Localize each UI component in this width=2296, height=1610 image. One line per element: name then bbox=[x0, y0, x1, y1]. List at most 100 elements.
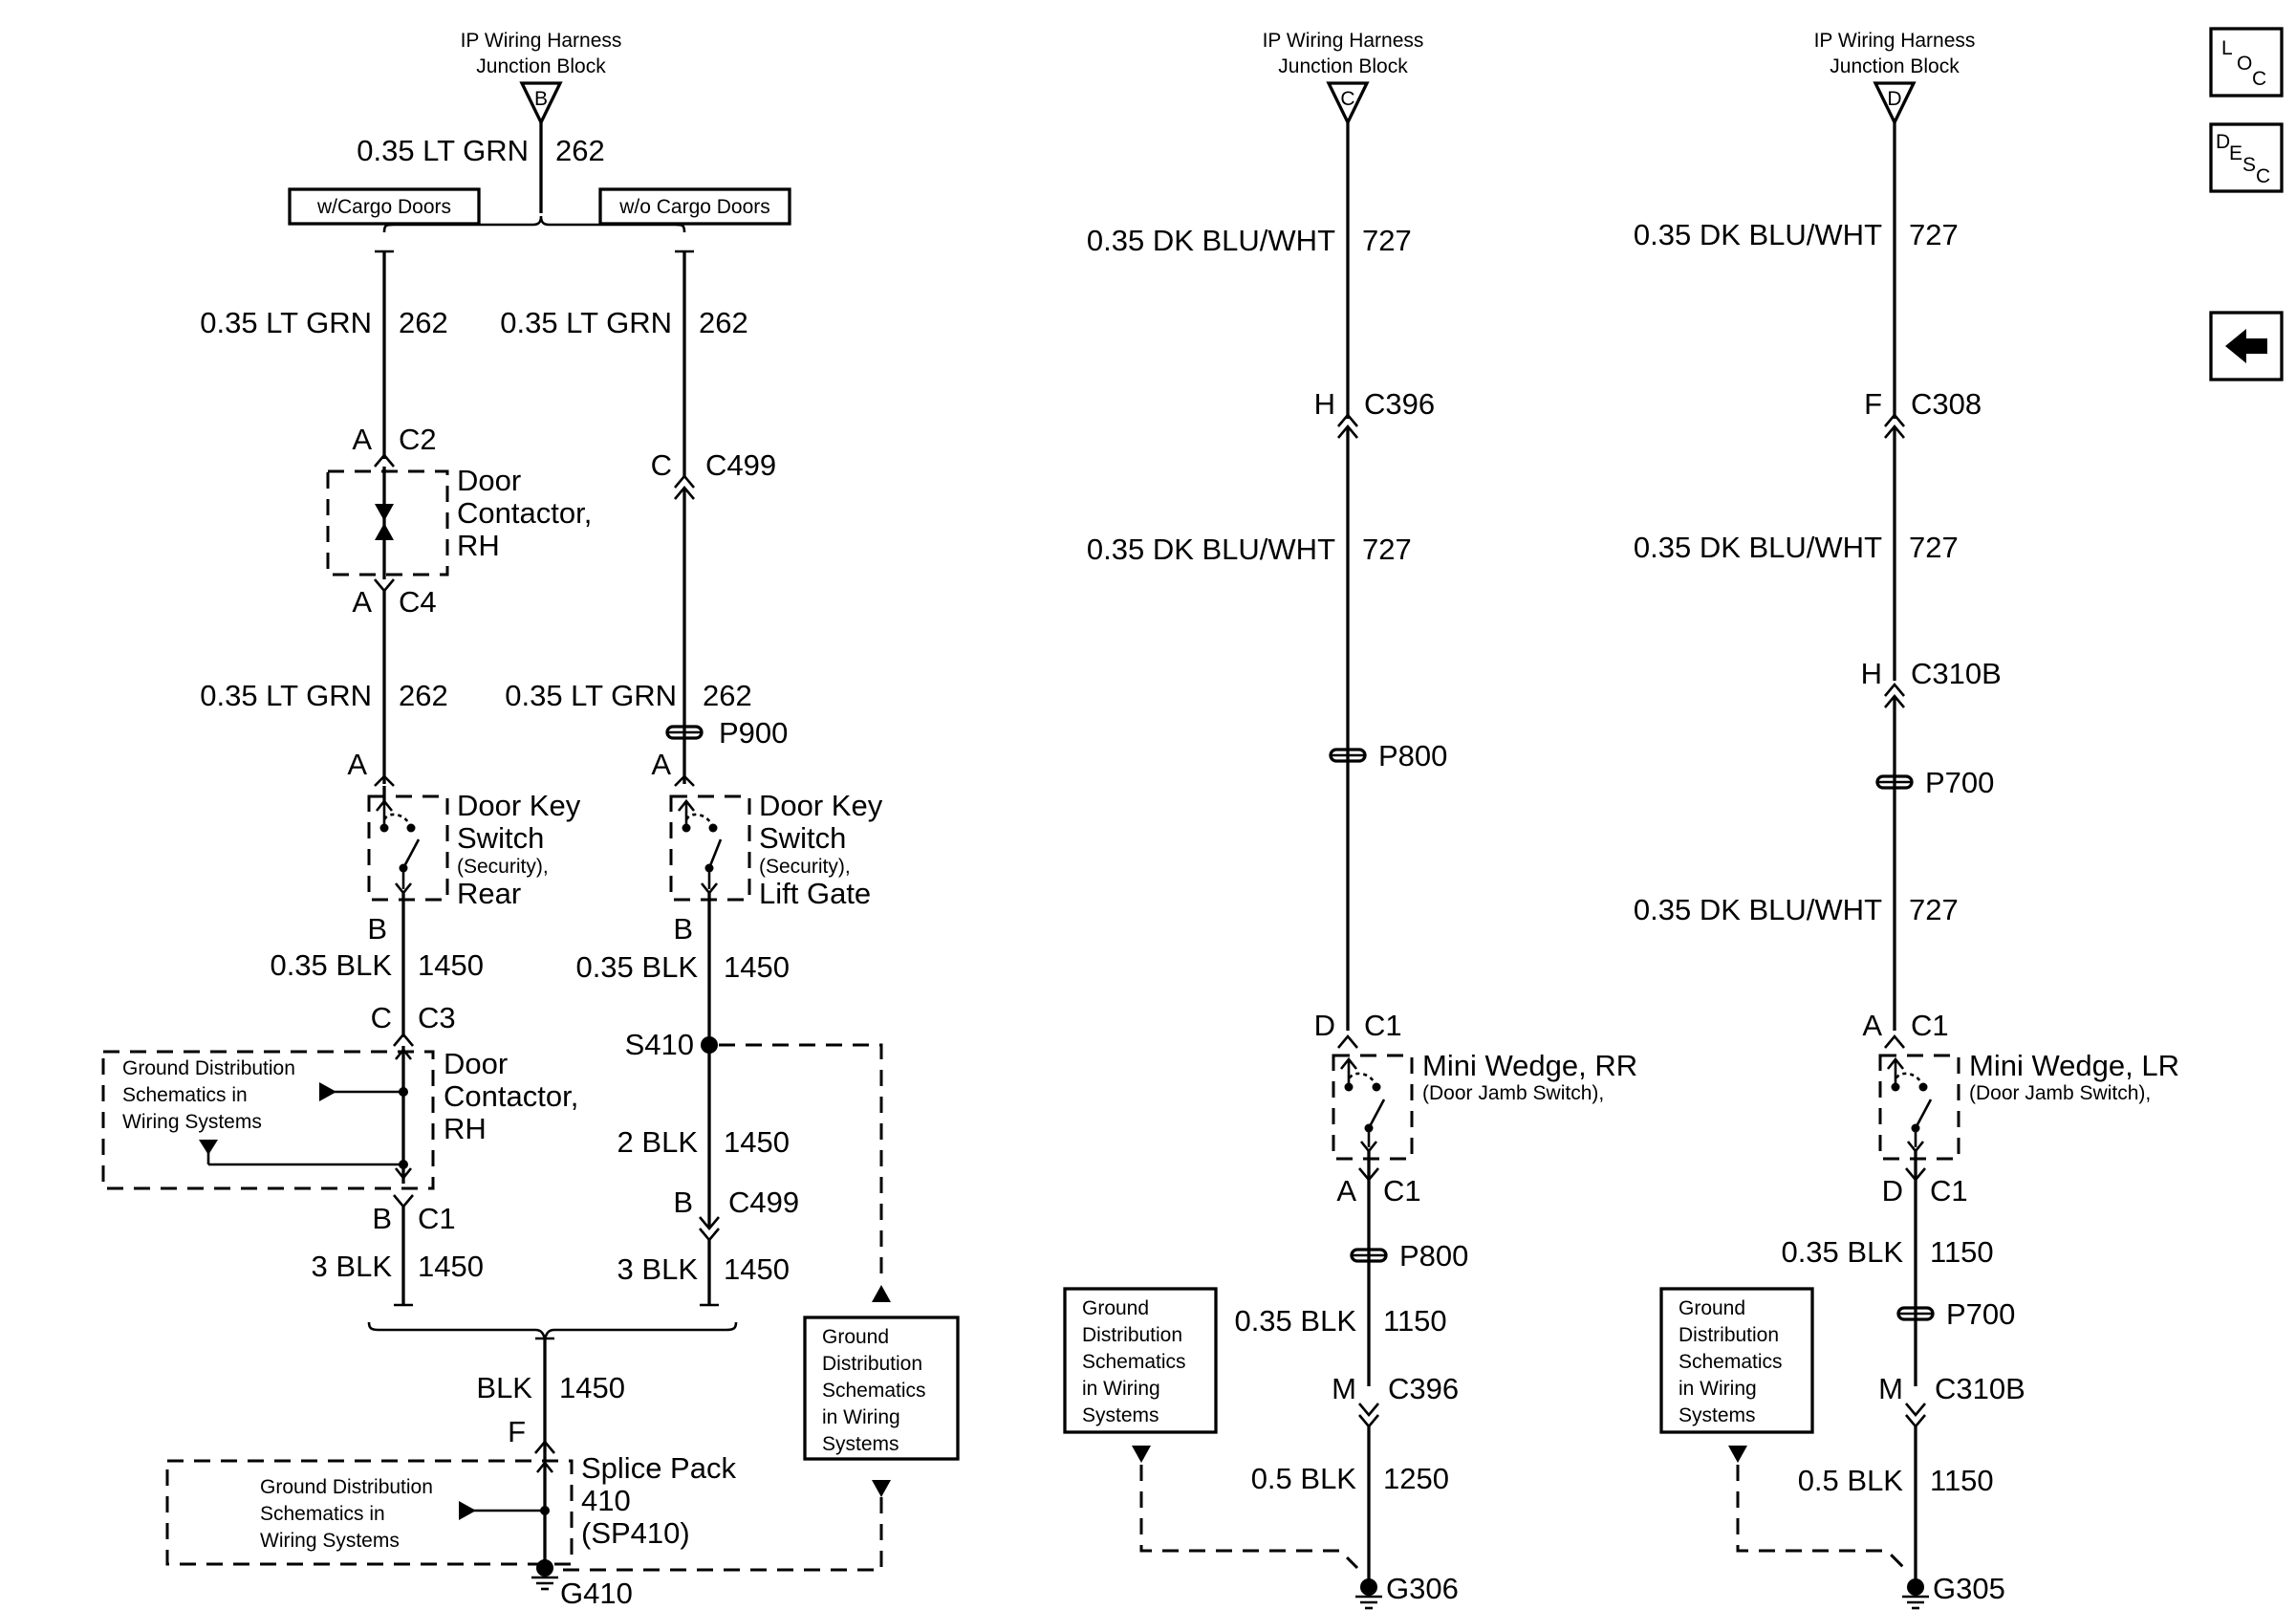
switch-line-4: Lift Gate bbox=[759, 877, 871, 910]
option-box-cargo bbox=[288, 187, 481, 226]
reference-arrow bbox=[459, 1501, 476, 1520]
switch-contact bbox=[1344, 1082, 1354, 1092]
ground-ref-box bbox=[1659, 1287, 1814, 1434]
connector-name: C310B bbox=[1935, 1372, 2025, 1405]
back-button-frame[interactable] bbox=[2209, 311, 2284, 381]
ground-ref-line-3: Wiring Systems bbox=[122, 1111, 262, 1133]
ground-ref-line-2: Distribution bbox=[1082, 1324, 1182, 1346]
switch-outline bbox=[1332, 1054, 1414, 1161]
connector-name: C310B bbox=[1911, 657, 2002, 690]
connector-name: C1 bbox=[1383, 1174, 1421, 1208]
reference-arrow bbox=[1728, 1446, 1747, 1463]
device-line-2: Contactor, bbox=[444, 1079, 578, 1113]
ground-ref-line-1: Ground bbox=[1082, 1297, 1149, 1319]
switch-line-1: Door Key bbox=[759, 789, 883, 822]
contact-arrow bbox=[394, 1167, 413, 1181]
switch-title: Mini Wedge, RR bbox=[1422, 1049, 1637, 1082]
connector-symbol bbox=[674, 473, 695, 489]
desc-button[interactable]: D E S C bbox=[2209, 122, 2284, 193]
connector-pin: H bbox=[1314, 387, 1335, 421]
contact-arrow-up bbox=[375, 523, 394, 540]
wire-color-label: 0.35 DK BLU/WHT bbox=[1087, 533, 1335, 566]
wire-color-label: 0.35 DK BLU/WHT bbox=[1087, 224, 1335, 257]
terminal-letter: D bbox=[1887, 88, 1901, 110]
contact-arrow-down bbox=[375, 504, 394, 521]
ground-ref-line-5: Systems bbox=[822, 1433, 899, 1455]
junction-dot bbox=[540, 1506, 550, 1515]
splice-ref-line-1: Ground Distribution bbox=[260, 1476, 433, 1498]
pass-through-label: P700 bbox=[1946, 1297, 2015, 1331]
connector-name: C1 bbox=[1911, 1009, 1949, 1042]
wire-circuit-label: 1450 bbox=[418, 1250, 484, 1283]
ground-dot bbox=[1907, 1578, 1924, 1596]
splice-ref-line-2: Schematics in bbox=[260, 1503, 385, 1525]
wire-color-label: 0.5 BLK bbox=[1798, 1464, 1904, 1497]
connector-name: C499 bbox=[728, 1186, 799, 1219]
switch-subtitle: (Door Jamb Switch), bbox=[1969, 1082, 2151, 1104]
option-label-cargo: w/Cargo Doors bbox=[316, 196, 451, 218]
back-button[interactable] bbox=[2209, 311, 2284, 381]
connector-symbol bbox=[534, 1439, 555, 1454]
option-label-no-cargo: w/o Cargo Doors bbox=[618, 196, 770, 218]
wire-color-label: 0.35 DK BLU/WHT bbox=[1634, 218, 1882, 251]
ground-ref-line-5: Systems bbox=[1679, 1404, 1756, 1426]
wire-color-label: BLK bbox=[476, 1371, 532, 1404]
splice-ref-line-3: Wiring Systems bbox=[260, 1530, 400, 1552]
connector-symbol bbox=[393, 1194, 414, 1209]
switch-contact bbox=[682, 823, 691, 833]
junction-terminal-triangle bbox=[519, 81, 563, 126]
ground-label: G306 bbox=[1386, 1572, 1459, 1605]
ground-ref-line-2: Schematics in bbox=[122, 1084, 248, 1106]
wire-color-label: 0.35 LT GRN bbox=[200, 679, 372, 712]
splice-dot bbox=[701, 1036, 718, 1054]
wire-circuit-label: 1150 bbox=[1930, 1464, 1994, 1497]
splice-pack-outline bbox=[165, 1459, 574, 1566]
header-line-1: IP Wiring Harness bbox=[461, 30, 622, 52]
ground-ref-line-4: in Wiring bbox=[1679, 1378, 1757, 1400]
desc-letter-1: D bbox=[2216, 131, 2230, 153]
switch-title: Mini Wedge, LR bbox=[1969, 1049, 2179, 1082]
connector-pin: F bbox=[1864, 387, 1882, 421]
ground-ref-line-5: Systems bbox=[1082, 1404, 1159, 1426]
splice-label: S410 bbox=[625, 1028, 694, 1061]
wire-color-label: 0.5 BLK bbox=[1251, 1462, 1357, 1495]
switch-link bbox=[684, 813, 715, 829]
pin-label: A bbox=[651, 748, 671, 781]
device-line-3: RH bbox=[444, 1112, 487, 1145]
ground-ref-line-1: Ground Distribution bbox=[122, 1057, 295, 1079]
ground-ref-box bbox=[1063, 1287, 1218, 1434]
connector-pin: A bbox=[1336, 1174, 1356, 1208]
reference-arrow bbox=[1132, 1446, 1151, 1463]
loc-button-frame[interactable] bbox=[2209, 27, 2284, 98]
loc-button[interactable]: L O C bbox=[2209, 27, 2284, 98]
desc-button-frame[interactable] bbox=[2209, 122, 2284, 193]
connector-pin: C bbox=[651, 448, 672, 482]
wire-color-label: 0.35 LT GRN bbox=[500, 306, 672, 339]
merge-brace bbox=[367, 1321, 738, 1343]
header-line-2: Junction Block bbox=[1278, 55, 1408, 77]
switch-outline bbox=[367, 794, 449, 902]
ground-ref-line-3: Schematics bbox=[1082, 1351, 1186, 1373]
switch-blade bbox=[707, 838, 723, 869]
pin-label: B bbox=[673, 912, 693, 946]
ground-ref-line-3: Schematics bbox=[822, 1380, 926, 1402]
reference-arrow bbox=[319, 1082, 336, 1101]
connector-pin: C bbox=[371, 1001, 392, 1034]
wire-circuit-label: 1450 bbox=[724, 1125, 790, 1159]
connector-pin: M bbox=[1332, 1372, 1356, 1405]
connector-name: C396 bbox=[1364, 387, 1435, 421]
switch-outline bbox=[1878, 1054, 1960, 1161]
connector-symbol bbox=[1884, 412, 1905, 427]
wire-color-label: 0.35 BLK bbox=[1234, 1304, 1356, 1338]
connector-name: C396 bbox=[1388, 1372, 1459, 1405]
device-line-3: RH bbox=[457, 529, 500, 562]
device-line-1: Door bbox=[457, 464, 521, 497]
connector-symbol bbox=[699, 1216, 720, 1231]
ground-ref-box bbox=[803, 1316, 960, 1461]
left-arrow-icon[interactable] bbox=[2225, 329, 2267, 363]
option-box-no-cargo bbox=[598, 187, 791, 226]
pin-label: A bbox=[347, 748, 367, 781]
wire-circuit-label: 1450 bbox=[559, 1371, 625, 1404]
ground-ref-line-4: in Wiring bbox=[1082, 1378, 1160, 1400]
